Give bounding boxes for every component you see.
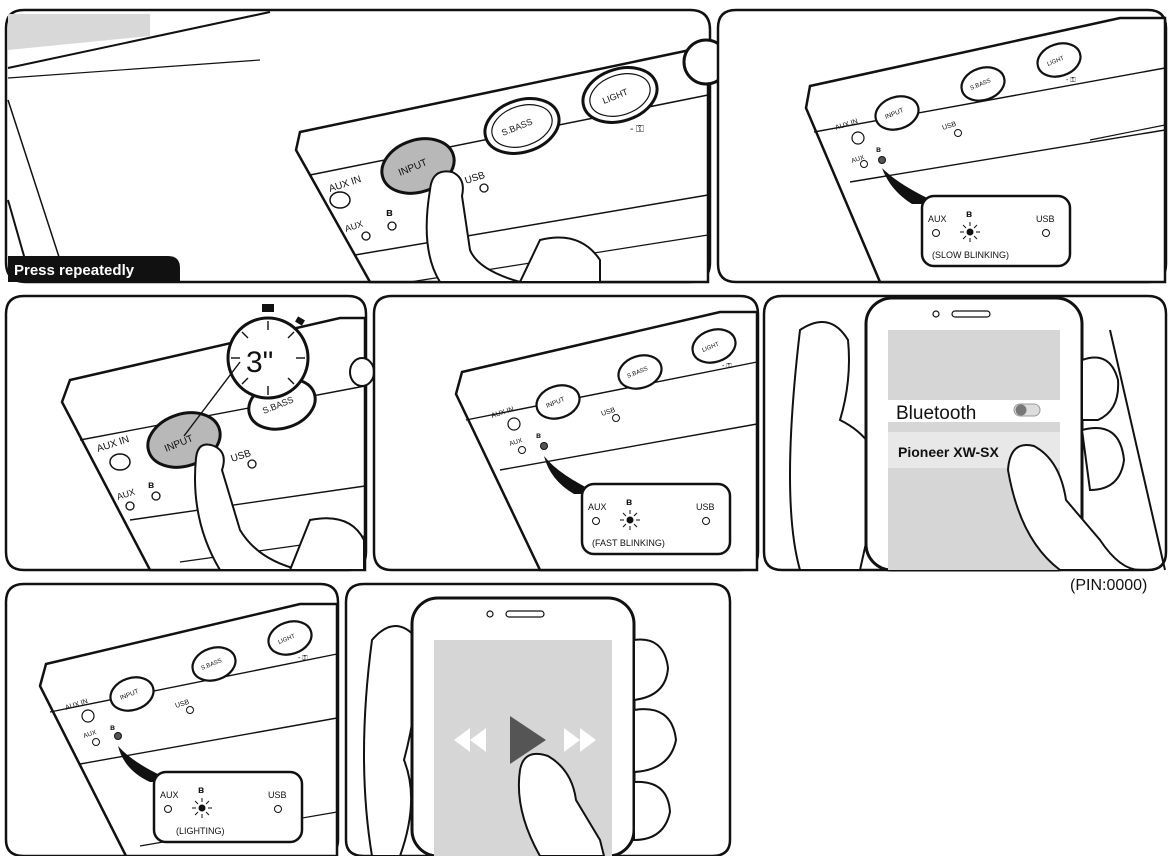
stopwatch-seconds: 3" (246, 346, 273, 379)
usb-led (480, 184, 488, 192)
panel-3-hold-input: AUX IN INPUT S.BASS USB AUX ʙ 3" (6, 296, 374, 570)
bluetooth-led (388, 222, 396, 230)
lock-icon: - ⚿ (1066, 77, 1076, 84)
device-name-item[interactable]: Pioneer XW-SX (898, 444, 1000, 460)
bluetooth-icon: ʙ (110, 723, 115, 732)
callout-usb-label: USB (1036, 214, 1055, 224)
lock-icon: - ⚿ (630, 124, 644, 135)
blinking-led-icon (967, 229, 974, 236)
press-repeatedly-caption: Press repeatedly (14, 262, 135, 279)
bluetooth-icon: ʙ (536, 431, 541, 440)
callout-status-text: (LIGHTING) (176, 826, 225, 836)
lit-led-icon (199, 805, 206, 812)
bluetooth-icon: ʙ (966, 209, 972, 220)
callout-aux-label: AUX (160, 790, 179, 800)
aux-led (362, 232, 370, 240)
bluetooth-setting-label: Bluetooth (896, 403, 976, 424)
panel-6-lighting: AUX IN INPUT S.BASS LIGHT - ⚿ USB AUX ʙ … (6, 584, 338, 856)
callout-status-text: (SLOW BLINKING) (932, 250, 1009, 260)
panel-1-press-input: AUX IN INPUT S.BASS LIGHT - ⚿ AUX ʙ USB … (6, 10, 728, 282)
bluetooth-icon: ʙ (876, 145, 881, 154)
panel-5-select-device: Bluetooth Pioneer XW-SX (764, 296, 1166, 570)
bluetooth-icon: ʙ (198, 785, 204, 796)
panel-4-fast-blinking: AUX IN INPUT S.BASS LIGHT - ⚿ USB AUX ʙ … (374, 296, 758, 570)
callout-usb-label: USB (696, 502, 715, 512)
callout-usb-label: USB (268, 790, 287, 800)
callout-aux-label: AUX (588, 502, 607, 512)
panel-7-play-music (346, 584, 730, 856)
pin-note: (PIN:0000) (1070, 577, 1147, 594)
lock-icon: - ⚿ (722, 363, 732, 370)
bluetooth-icon: ʙ (386, 207, 393, 219)
bluetooth-led (879, 157, 886, 164)
lock-icon: - ⚿ (298, 655, 308, 662)
bluetooth-icon: ʙ (626, 497, 632, 508)
callout-aux-label: AUX (928, 214, 947, 224)
callout-status-text: (FAST BLINKING) (592, 538, 665, 548)
aux-in-jack (330, 192, 350, 208)
blinking-led-icon (627, 517, 634, 524)
panel-2-slow-blinking: AUX IN INPUT S.BASS LIGHT - ⚿ USB AUX ʙ … (718, 10, 1166, 282)
bluetooth-icon: ʙ (148, 480, 154, 491)
